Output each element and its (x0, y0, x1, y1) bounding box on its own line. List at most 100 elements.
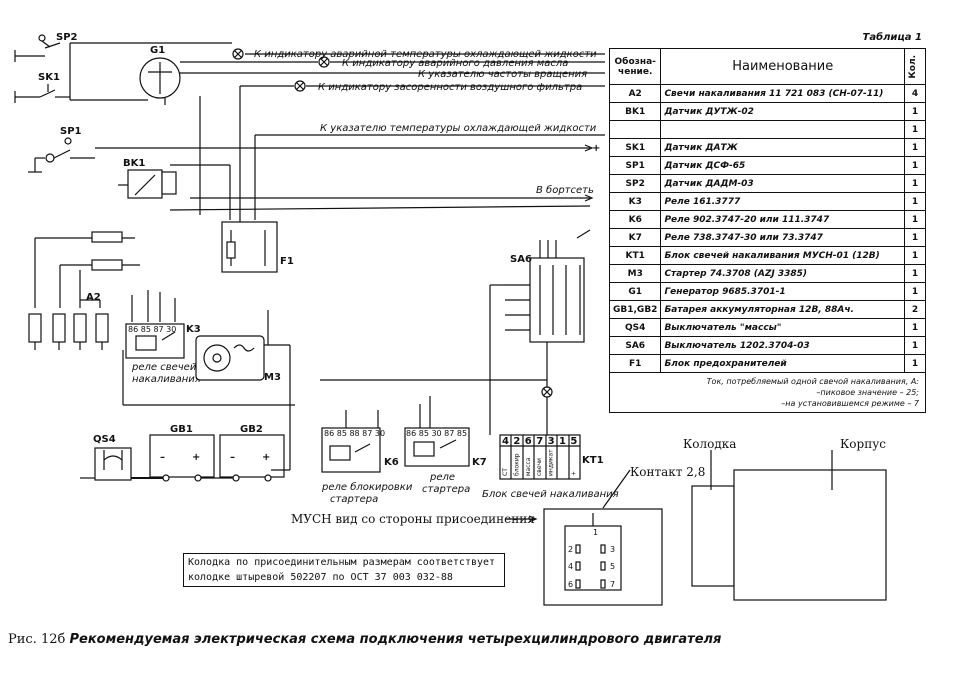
kt1-pin: 3 (548, 436, 555, 447)
table-cell-code: M3 (608, 264, 662, 283)
kt1-pin: 1 (559, 436, 566, 447)
kt1-pin-function: блокир (513, 453, 520, 476)
table-cell-code: G1 (608, 282, 662, 301)
table-cell-code: KT1 (608, 246, 662, 265)
relay-k3 (125, 290, 185, 359)
table-cell-name: Датчик ДАДМ-03 (660, 174, 905, 193)
table-cell-code: K3 (608, 192, 662, 211)
onboard-label: В бортсеть (536, 184, 594, 196)
k7-caption-2: стартера (422, 484, 470, 495)
sp2-label: SP2 (56, 32, 78, 43)
relay-k7 (404, 396, 470, 467)
table-cell-name: Выключатель 1202.3704-03 (660, 336, 905, 355)
line-label-5: К указателю температуры охлаждающей жидк… (320, 123, 597, 134)
sp1-label: SP1 (60, 126, 82, 137)
k3-caption-2: накаливания (132, 374, 201, 385)
m3-label: M3 (264, 372, 281, 383)
sk1-label: SK1 (38, 72, 60, 83)
table-cell-qty: 1 (904, 318, 926, 337)
table-head-code: Обозна-чение. (608, 48, 662, 85)
table-note-1: Ток, потребляемый одной свечой накаливан… (706, 377, 919, 386)
gb1-plus: + (192, 452, 200, 463)
sensor-bk1 (118, 169, 177, 199)
connector-note: Колодка по присоединительным размерам со… (183, 553, 505, 587)
connector-pin: 7 (610, 580, 615, 589)
table-cell-code: SA6 (608, 336, 662, 355)
table-cell-qty: 1 (904, 264, 926, 283)
switch-sa6 (505, 229, 591, 343)
glow-plugs-a2 (28, 231, 140, 350)
k3-pins: 86 85 87 30 (128, 325, 176, 334)
table-head-name: Наименование (660, 48, 905, 85)
k6-caption-1: реле блокировки (321, 481, 413, 493)
qs4-label: QS4 (93, 434, 116, 445)
kt1-pin-function: масса (525, 457, 532, 476)
figure-caption-text: Рекомендуемая электрическая схема подклю… (69, 632, 722, 647)
table-caption: Таблица 1 (862, 32, 922, 43)
mush-view-label: МУСН вид со стороны присоединения (291, 512, 535, 526)
table-cell-code: SP2 (608, 174, 662, 193)
glow-plug-block-kt1 (499, 434, 581, 480)
line-label-4: К индикатору засоренности воздушного фил… (318, 82, 582, 93)
k6-label: K6 (384, 457, 399, 468)
gb1-label: GB1 (170, 424, 193, 435)
table-cell-name: Стартер 74.3708 (AZJ 3385) (660, 264, 905, 283)
table-cell-qty: 1 (904, 120, 926, 139)
table-cell-code: BK1 (608, 102, 662, 121)
generator-g1 (139, 57, 181, 99)
korpus-label: Корпус (840, 437, 886, 451)
table-cell-name: Выключатель "массы" (660, 318, 905, 337)
switch-qs4 (80, 447, 132, 481)
gb2-label: GB2 (240, 424, 263, 435)
table-cell-code: F1 (608, 354, 662, 373)
connector-note-line-2: колодке штыревой 502207 по ОСТ 37 003 03… (188, 572, 453, 583)
table-head-qty: Кол. (908, 54, 918, 79)
gb2-minus: – (230, 452, 235, 463)
table-cell-code: QS4 (608, 318, 662, 337)
gb1-minus: – (160, 452, 165, 463)
table-cell-qty: 1 (904, 102, 926, 121)
connector-pin: 2 (568, 545, 573, 554)
table-cell-name: Реле 738.3747-30 или 73.3747 (660, 228, 905, 247)
connector-pin: 1 (593, 528, 598, 537)
kontakt-label: Контакт 2,8 (630, 465, 705, 479)
table-cell-qty: 1 (904, 174, 926, 193)
kt1-pin-function: индикат (548, 449, 555, 476)
connector-side-view (691, 450, 887, 601)
line-label-2: К индикатору аварийного давления масла (342, 58, 568, 69)
table-cell-code: GB1,GB2 (608, 300, 662, 319)
k6-caption-2: стартера (330, 494, 378, 505)
kt1-pin: 2 (513, 436, 520, 447)
a2-label: A2 (86, 292, 101, 303)
table-cell-name: Блок предохранителей (660, 354, 905, 373)
table-cell-name: Датчик ДУТЖ-02 (660, 102, 905, 121)
table-cell-code: K6 (608, 210, 662, 229)
sensor-sp1 (28, 137, 95, 173)
kt1-label: KT1 (582, 455, 604, 466)
line-label-1: К индикатору аварийной температуры охлаж… (254, 49, 597, 60)
f1-label: F1 (280, 256, 294, 267)
table-row: 1 (608, 120, 926, 139)
relay-k6 (321, 410, 381, 473)
table-note-2: –пиковое значение – 25; (816, 388, 919, 397)
kt1-pin: 4 (502, 436, 509, 447)
table-cell-qty: 1 (904, 228, 926, 247)
table-cell-code (608, 120, 662, 139)
table-note: Ток, потребляемый одной свечой накаливан… (609, 372, 926, 413)
figure-caption: Рис. 12б Рекомендуемая электрическая схе… (8, 632, 721, 647)
fuse-block-f1 (221, 221, 278, 273)
table-cell-code: SK1 (608, 138, 662, 157)
table-cell-name: Батарея аккумуляторная 12В, 88Ач. (660, 300, 905, 319)
